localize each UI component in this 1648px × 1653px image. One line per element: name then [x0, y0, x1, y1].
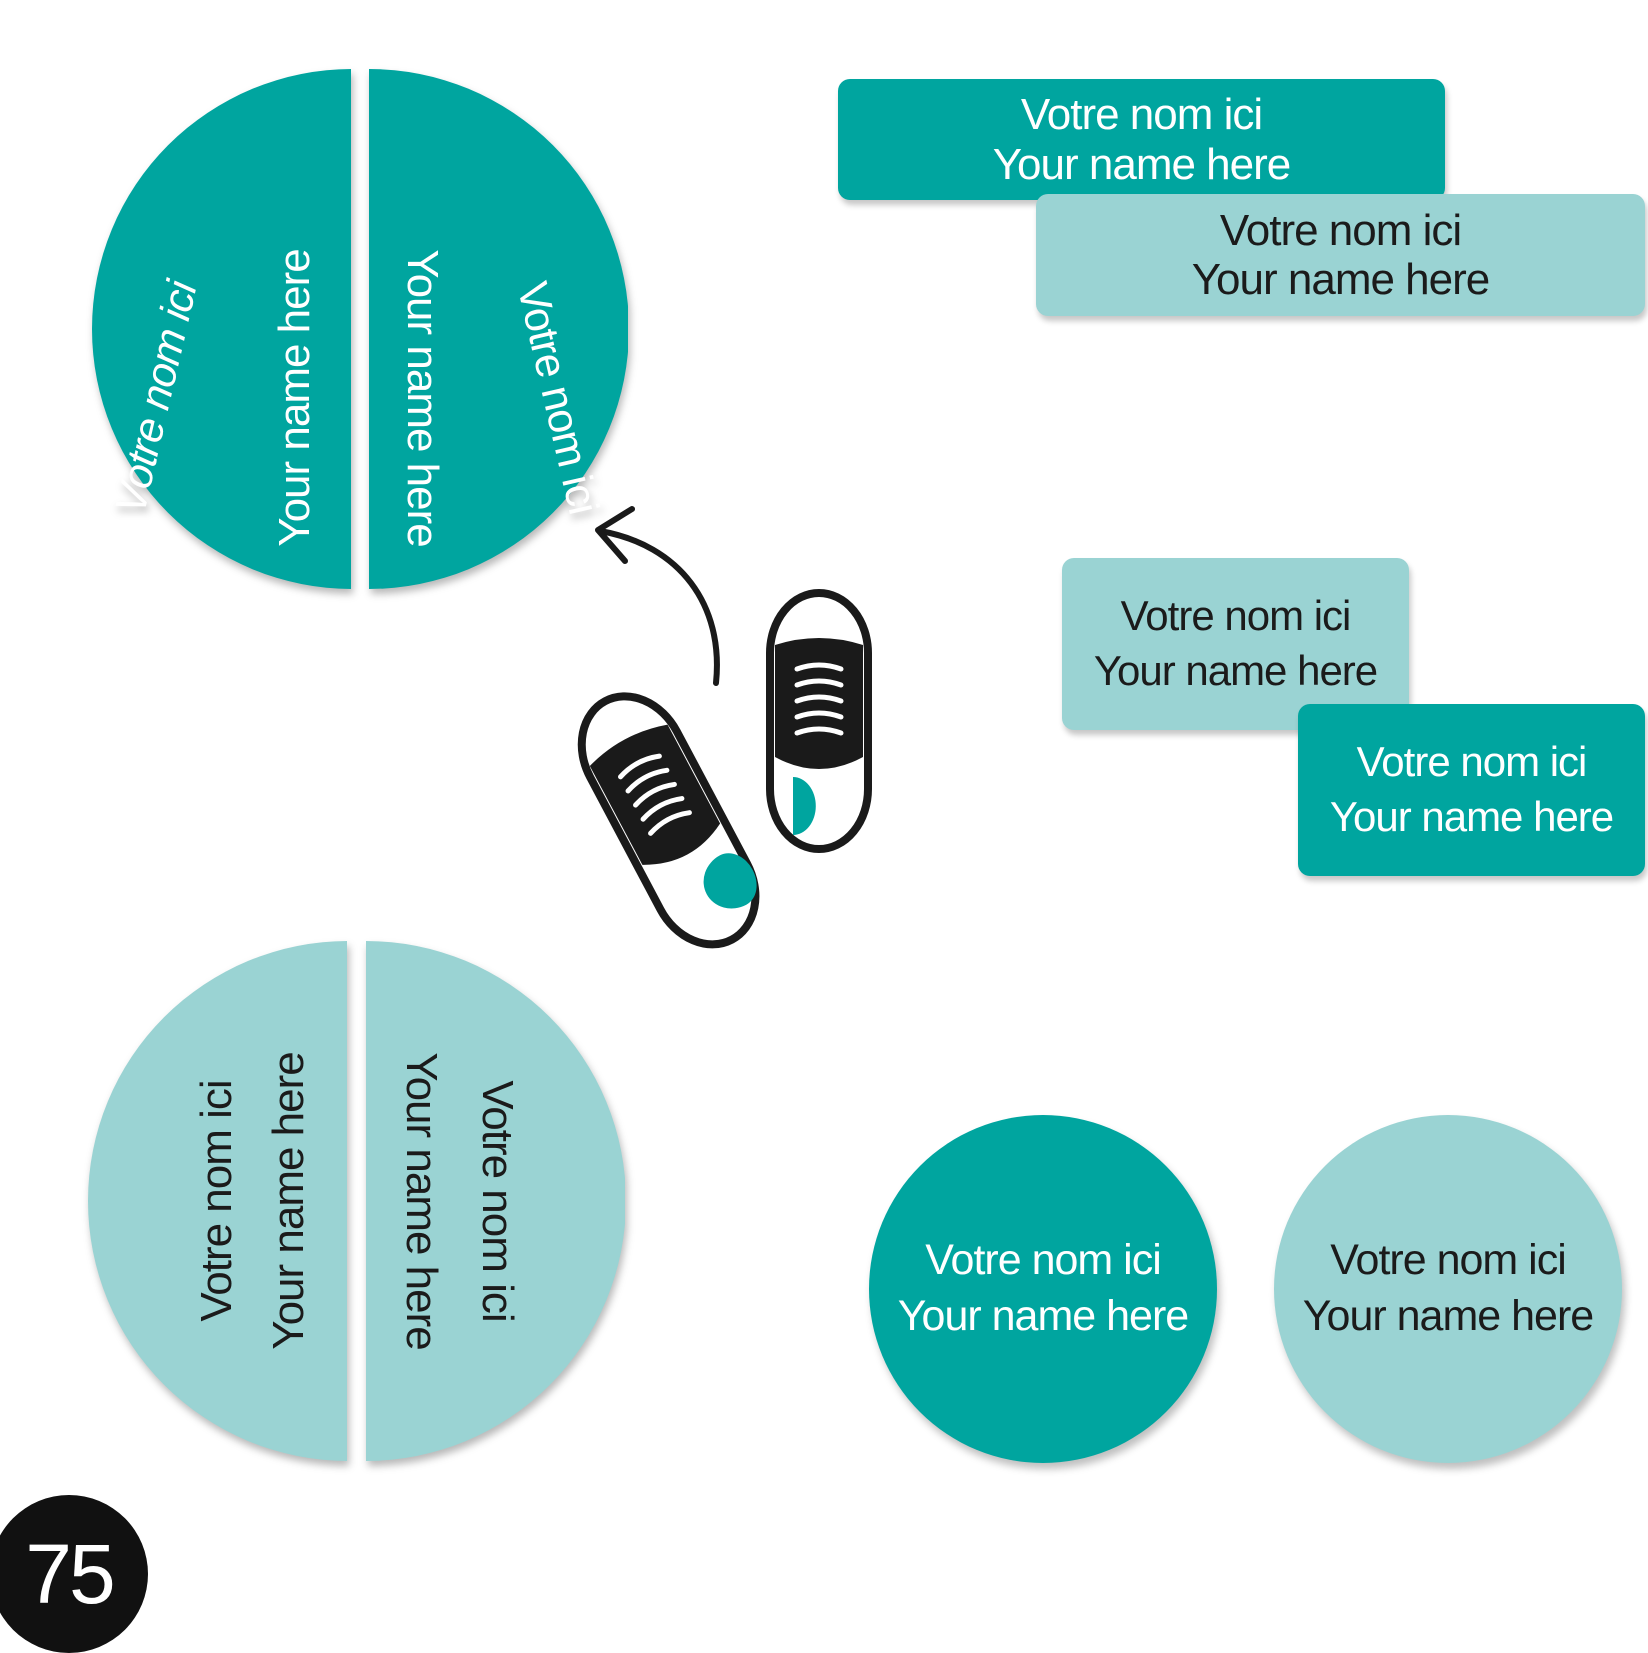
label-text-en: Your name here — [1329, 793, 1614, 840]
rect-label-light-middle: Votre nom ici Your name here — [1062, 558, 1409, 730]
round-label-light: Votre nom ici Your name here — [1274, 1115, 1622, 1463]
label-text-en: Your name here — [264, 1052, 313, 1350]
right-sneaker-icon — [766, 589, 872, 853]
rect-label-teal-top: Votre nom ici Your name here — [838, 79, 1445, 200]
label-text-fr: Votre nom ici — [925, 1236, 1162, 1285]
label-text-fr: Votre nom ici — [1356, 738, 1588, 786]
page-number-text: 75 — [25, 1527, 115, 1621]
label-text-fr: Votre nom ici — [1330, 1236, 1567, 1285]
label-text-en: Your name here — [397, 1052, 446, 1350]
label-text-en: Your name here — [1302, 1292, 1594, 1340]
label-text-fr: Votre nom ici — [1020, 90, 1263, 140]
rect-label-light-top: Votre nom ici Your name here — [1036, 194, 1645, 316]
half-circle-bottom-left-light-right: Your name here Votre nom ici — [366, 941, 625, 1461]
half-circle-bottom-left-light-left: Votre nom ici Your name here — [88, 941, 347, 1461]
label-text-en: Your name here — [992, 139, 1291, 189]
label-text-en: Your name here — [1191, 255, 1490, 304]
label-text-en: Your name here — [897, 1292, 1189, 1340]
round-label-teal: Votre nom ici Your name here — [869, 1115, 1217, 1463]
curved-arrow-icon — [595, 506, 720, 686]
label-text-en: Your name here — [1093, 647, 1378, 694]
label-text-en: Your name here — [270, 249, 319, 547]
half-circle-top-left-teal-left: Votre nom ici Your name here — [92, 69, 351, 589]
label-text-fr: Votre nom ici — [473, 1080, 522, 1322]
half-circle-top-left-teal-right: Your name here Votre nom ici — [369, 69, 628, 589]
sneakers-icon — [577, 589, 872, 949]
label-text-fr: Votre nom ici — [192, 1080, 241, 1322]
label-text-fr: Votre nom ici — [1120, 592, 1352, 640]
label-text-fr: Votre nom ici — [1219, 205, 1462, 255]
page-number-badge: 75 — [0, 1495, 148, 1653]
left-sneaker-icon — [577, 692, 760, 949]
rect-label-teal-middle: Votre nom ici Your name here — [1298, 704, 1645, 876]
label-text-en: Your name here — [398, 249, 447, 547]
